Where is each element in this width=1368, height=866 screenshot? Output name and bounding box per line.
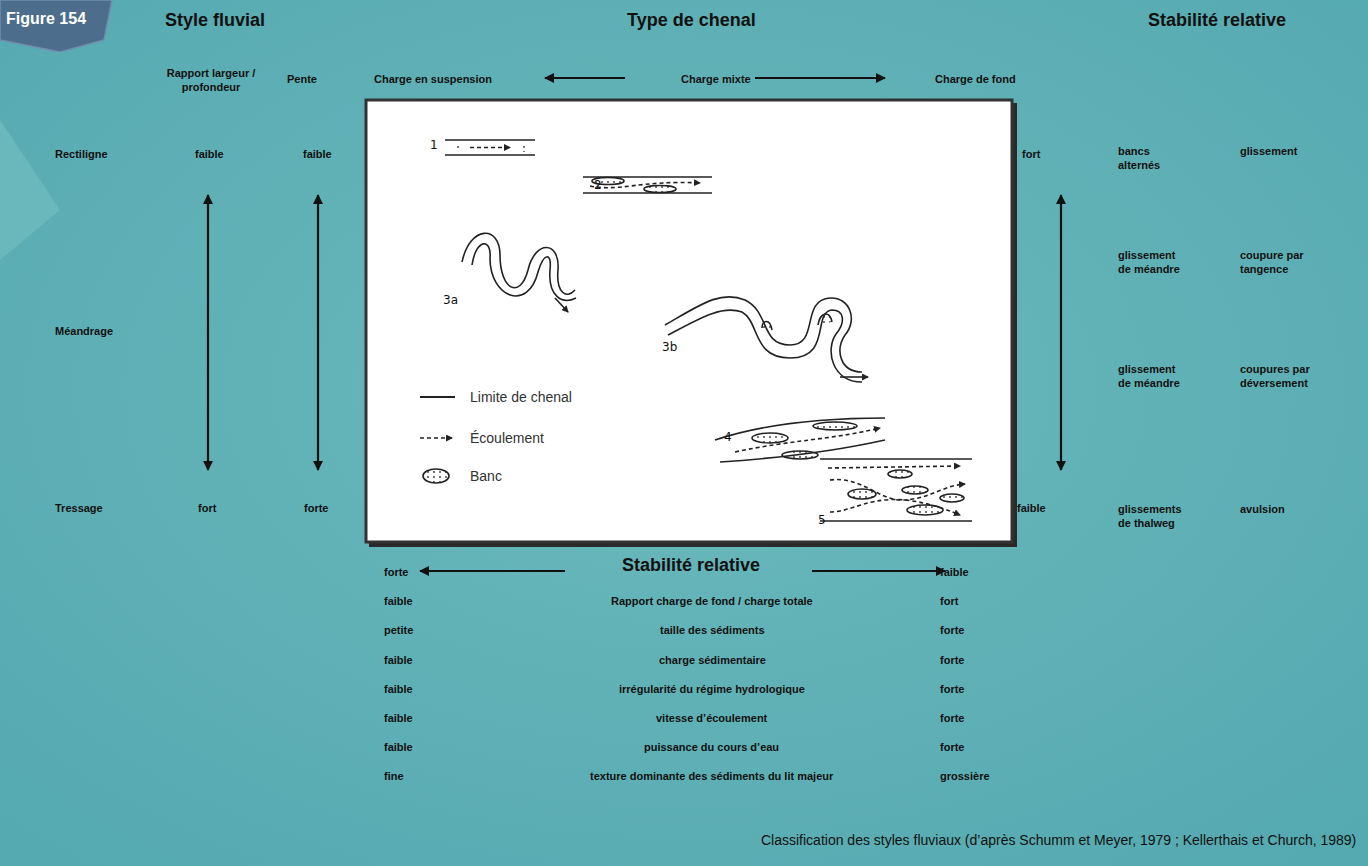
axis-label: glissement de méandre xyxy=(1118,248,1190,276)
axis-label: fort xyxy=(198,501,216,515)
axis-label: glissement xyxy=(1240,144,1297,158)
legend-entry: Limite de chenal xyxy=(470,389,572,405)
axis-label: Charge mixte xyxy=(681,72,751,86)
axis-label: fine xyxy=(384,769,404,783)
axis-label: glissement de méandre xyxy=(1118,362,1190,390)
axis-label: petite xyxy=(384,623,413,637)
axis-label: Rapport charge de fond / charge totale xyxy=(611,594,813,608)
axis-label: Rectiligne xyxy=(55,147,108,161)
callout-number: 5 xyxy=(818,513,826,528)
section-heading: Type de chenal xyxy=(627,10,756,31)
axis-label: coupures par déversement xyxy=(1240,362,1318,390)
axis-label: faible xyxy=(384,682,413,696)
axis-label: faible xyxy=(384,711,413,725)
figure-caption: Classification des styles fluviaux (d’ap… xyxy=(761,832,1356,849)
axis-label: taille des sédiments xyxy=(660,623,765,637)
axis-label: puissance du cours d’eau xyxy=(644,740,779,754)
section-heading: Stabilité relative xyxy=(622,555,760,576)
axis-label: forte xyxy=(940,623,964,637)
axis-label: coupure par tangence xyxy=(1240,248,1314,276)
axis-label: vitesse d’écoulement xyxy=(656,711,767,725)
axis-label: Charge en suspension xyxy=(374,72,492,86)
axis-label: faible xyxy=(940,565,969,579)
section-heading: Stabilité relative xyxy=(1148,10,1286,31)
axis-label: forte xyxy=(940,711,964,725)
axis-label: Pente xyxy=(287,72,317,86)
callout-number: 4 xyxy=(724,430,732,445)
axis-label: forte xyxy=(384,565,408,579)
section-heading: Style fluvial xyxy=(165,10,265,31)
legend-entry: Écoulement xyxy=(470,430,544,446)
callout-number: 3b xyxy=(662,340,677,355)
axis-label: glissements de thalweg xyxy=(1118,502,1196,530)
figure-number: Figure 154 xyxy=(6,10,86,28)
axis-label: grossière xyxy=(940,769,990,783)
channel-panel xyxy=(366,100,1012,542)
axis-label: forte xyxy=(940,682,964,696)
axis-label: faible xyxy=(303,147,332,161)
axis-label: faible xyxy=(384,740,413,754)
axis-label: irrégularité du régime hydrologique xyxy=(619,682,805,696)
axis-label: forte xyxy=(304,501,328,515)
axis-label: avulsion xyxy=(1240,502,1285,516)
axis-label: fort xyxy=(940,594,958,608)
arrows xyxy=(208,78,1061,571)
legend-entry: Banc xyxy=(470,468,502,484)
channel-drawings xyxy=(420,140,972,521)
axis-label: forte xyxy=(940,653,964,667)
axis-label: faible xyxy=(195,147,224,161)
axis-label: Charge de fond xyxy=(935,72,1016,86)
axis-label: fort xyxy=(1022,147,1040,161)
axis-label: faible xyxy=(384,594,413,608)
axis-label: bancs alternés xyxy=(1118,144,1190,172)
callout-number: 3a xyxy=(443,293,458,308)
axis-label: Rapport largeur / profondeur xyxy=(152,66,270,94)
axis-label: texture dominante des sédiments du lit m… xyxy=(590,769,833,783)
figure-tab: Figure 154 xyxy=(0,0,118,52)
axis-label: Tressage xyxy=(55,501,103,515)
axis-label: faible xyxy=(1017,501,1046,515)
axis-label: faible xyxy=(384,653,413,667)
axis-label: charge sédimentaire xyxy=(659,653,766,667)
callout-number: 1 xyxy=(430,138,438,153)
callout-number: 2 xyxy=(594,178,602,193)
axis-label: forte xyxy=(940,740,964,754)
axis-label: Méandrage xyxy=(55,324,113,338)
